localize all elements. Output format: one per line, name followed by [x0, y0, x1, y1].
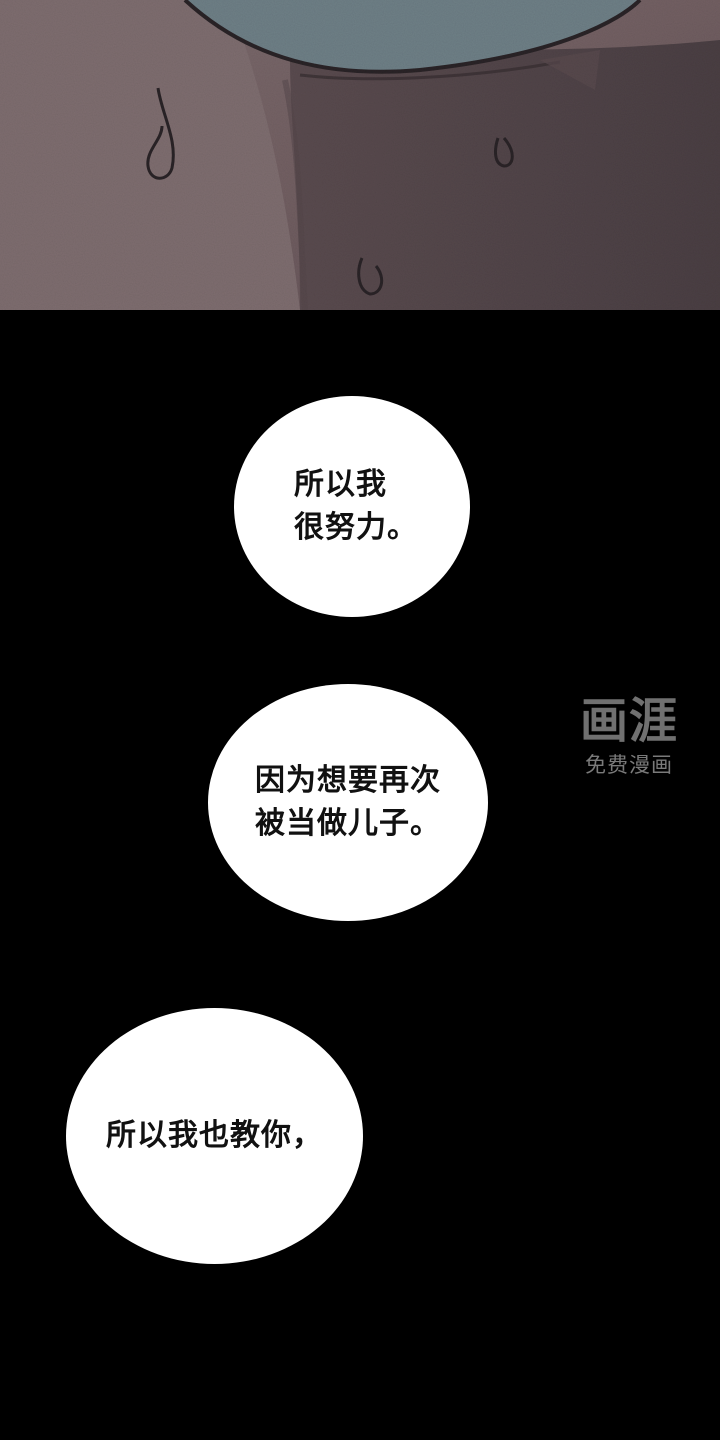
watermark-logo: 画涯 — [579, 693, 678, 749]
watermark: 画涯 免费漫画 — [566, 692, 692, 796]
bubble-2-text: 因为想要再次 被当做儿子。 — [255, 762, 441, 841]
top-panel-illustration — [0, 0, 720, 310]
speech-bubble-3: 所以我也教你， — [66, 1008, 363, 1264]
speech-bubble-1: 所以我 很努力。 — [234, 396, 470, 617]
bubble-3-text: 所以我也教你， — [106, 1117, 323, 1153]
watermark-subtitle: 免费漫画 — [585, 753, 673, 777]
speech-bubble-2: 因为想要再次 被当做儿子。 — [208, 684, 488, 921]
face-closeup-image — [0, 0, 720, 310]
bubble-1-text: 所以我 很努力。 — [294, 466, 418, 545]
eye-shape — [185, 0, 640, 72]
